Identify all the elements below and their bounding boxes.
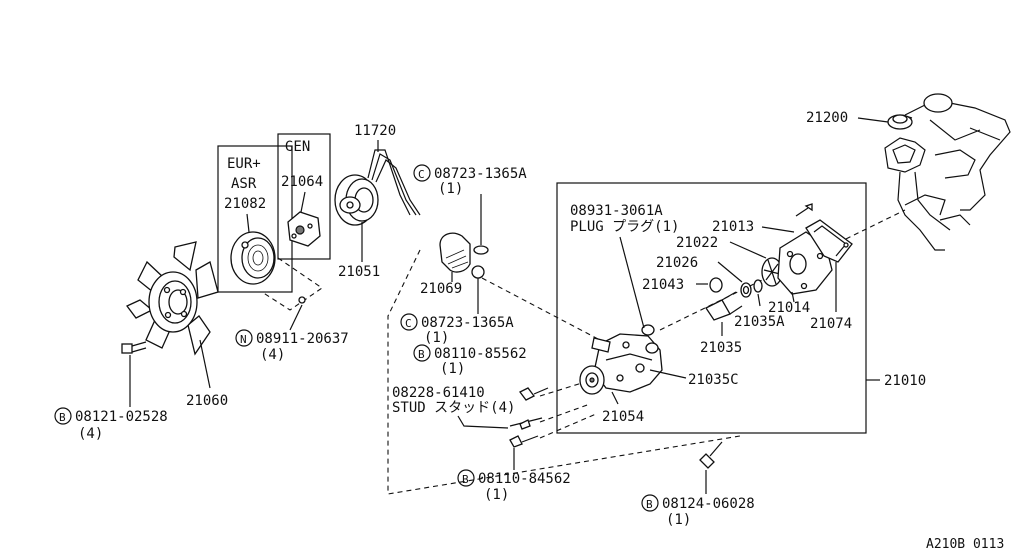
label-21013: 21013 (712, 219, 754, 235)
label-gen: GEN (285, 139, 310, 155)
label-08228-61410: 08228-61410 (392, 385, 485, 401)
label-21060: 21060 (186, 393, 228, 409)
label-08931-3061A: 08931-3061A (570, 203, 663, 219)
shaft-bearing-21035 (705, 291, 743, 321)
label-21022: 21022 (676, 235, 718, 251)
water-pump-body (591, 324, 663, 393)
qty-08110-84562: (1) (484, 487, 509, 503)
label-08110-84562: 08110-84562 (478, 471, 571, 487)
seal-21026 (740, 282, 752, 298)
c1-badge (413, 164, 431, 182)
label-21043: 21043 (642, 277, 684, 293)
b2-badge-letter: B (59, 411, 66, 424)
gasket-21074 (805, 219, 853, 263)
label-21082: 21082 (224, 196, 266, 212)
label-21064: 21064 (281, 174, 323, 190)
label-08124-06028: 08124-06028 (662, 496, 755, 512)
label-eur: EUR+ (227, 156, 261, 172)
diagram-code: A210B 0113 (926, 537, 1004, 552)
viscous-coupling-21064 (287, 211, 321, 247)
c2-badge-letter: C (405, 317, 412, 330)
label-21014: 21014 (768, 300, 810, 316)
qty-08121-02528: (4) (78, 426, 103, 442)
label-asr: ASR (231, 176, 257, 192)
b4-badge-letter: B (646, 498, 653, 511)
bolt-08110-85562 (519, 387, 549, 401)
label-stud: STUD スタッド(4) (392, 400, 515, 416)
qty-08723-1365A-lower: (1) (424, 330, 449, 346)
qty-08110-85562: (1) (440, 361, 465, 377)
label-21054: 21054 (602, 409, 644, 425)
label-21035: 21035 (700, 340, 742, 356)
b1-badge (413, 344, 431, 362)
c1-badge-letter: C (418, 168, 425, 181)
b2-badge (54, 407, 72, 425)
hose-clamp-lower (471, 265, 485, 279)
seal-ring-21035A (753, 279, 763, 293)
bolt-08121-02528 (121, 341, 147, 354)
seal-21043 (709, 277, 723, 293)
c2-badge (400, 313, 418, 331)
label-21074: 21074 (810, 316, 852, 332)
label-08110-85562: 08110-85562 (434, 346, 527, 362)
stud-08228-61410 (509, 417, 543, 430)
bolt-21013 (795, 203, 813, 217)
v-belt-11720 (367, 149, 421, 216)
label-21051: 21051 (338, 264, 380, 280)
label-21010: 21010 (884, 373, 926, 389)
dash-clamp-route (481, 277, 601, 341)
label-21035A: 21035A (734, 314, 785, 330)
impeller-21022 (761, 257, 783, 287)
b1-badge-letter: B (418, 348, 425, 361)
n-badge-letter: N (240, 333, 247, 346)
water-pump-frame (556, 182, 867, 434)
b3-badge-letter: B (462, 473, 469, 486)
label-21200: 21200 (806, 110, 848, 126)
bolt-08110-84562 (509, 435, 539, 448)
bolt-08124-06028 (699, 441, 723, 469)
fan-clutch-21082 (230, 231, 276, 285)
label-08723-1365A-upper: 08723-1365A (434, 166, 527, 182)
dash-bolt-route (539, 377, 599, 439)
b3-badge (457, 469, 475, 487)
qty-08124-06028: (1) (666, 512, 691, 528)
gen-frame (277, 133, 331, 260)
dash-hose-route (387, 249, 741, 495)
n-badge (235, 329, 253, 347)
cooling-fan-21060 (125, 241, 219, 356)
label-08911-20637: 08911-20637 (256, 331, 349, 347)
label-11720: 11720 (354, 123, 396, 139)
pulley-21051 (334, 174, 379, 226)
hose-clamp-upper (473, 245, 489, 255)
b4-badge (641, 494, 659, 512)
qty-08723-1365A-upper: (1) (438, 181, 463, 197)
label-21069: 21069 (420, 281, 462, 297)
thermostat-housing-21200 (887, 114, 913, 130)
pump-pulley-flange-21054 (579, 365, 605, 395)
label-08723-1365A-lower: 08723-1365A (421, 315, 514, 331)
water-hose-21069 (439, 232, 471, 273)
label-plug: PLUG プラグ(1) (570, 219, 679, 235)
label-21026: 21026 (656, 255, 698, 271)
label-21035C: 21035C (688, 372, 739, 388)
label-08121-02528: 08121-02528 (75, 409, 168, 425)
qty-08911-20637: (4) (260, 347, 285, 363)
